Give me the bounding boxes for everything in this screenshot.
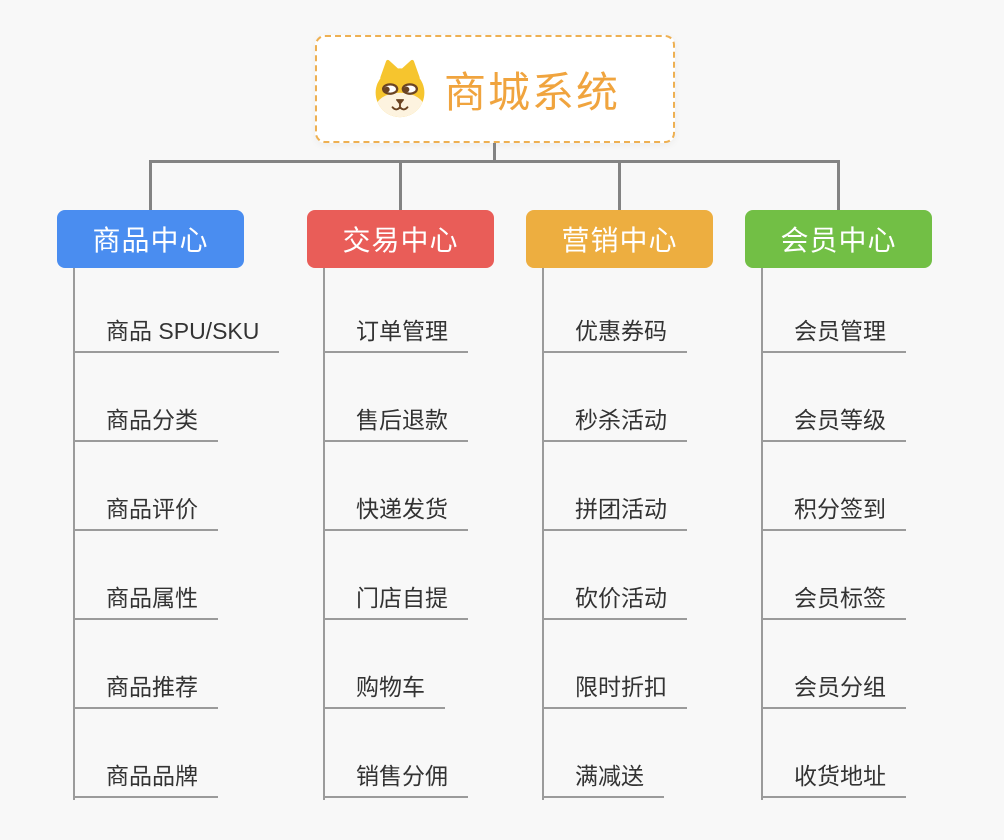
connector-drop-marketing [618,160,621,210]
branch-marketing-center: 营销中心 优惠券码 秒杀活动 拼团活动 砍价活动 限时折扣 满减送 [526,210,766,810]
leaf-time-limited-discount[interactable]: 限时折扣 [542,673,687,709]
branch-product-center: 商品中心 商品 SPU/SKU 商品分类 商品评价 商品属性 商品推荐 商品品牌 [57,210,297,810]
connector-drop-member [837,160,840,210]
leaf-member-tag[interactable]: 会员标签 [761,584,906,620]
branch-trunk-line [73,268,75,800]
leaf-spend-and-save[interactable]: 满减送 [542,762,664,798]
connector-horizontal-bar [149,160,840,163]
connector-drop-trade [399,160,402,210]
branch-node-product-center[interactable]: 商品中心 [57,210,244,268]
branch-trunk-line [761,268,763,800]
leaf-product-spu-sku[interactable]: 商品 SPU/SKU [73,317,280,353]
leaf-flash-sale[interactable]: 秒杀活动 [542,406,687,442]
branch-trunk-line [323,268,325,800]
branch-node-trade-center[interactable]: 交易中心 [307,210,494,268]
root-topic-node[interactable]: 商城系统 [315,35,675,143]
leaf-product-recommend[interactable]: 商品推荐 [73,673,218,709]
branch-member-center: 会员中心 会员管理 会员等级 积分签到 会员标签 会员分组 收货地址 [745,210,985,810]
leaf-coupon-code[interactable]: 优惠券码 [542,317,687,353]
leaf-points-checkin[interactable]: 积分签到 [761,495,906,531]
dog-face-icon [370,59,430,119]
leaf-member-level[interactable]: 会员等级 [761,406,906,442]
branch-node-marketing-center[interactable]: 营销中心 [526,210,713,268]
leaf-shipping-address[interactable]: 收货地址 [761,762,906,798]
leaf-bargain-activity[interactable]: 砍价活动 [542,584,687,620]
branch-trade-center: 交易中心 订单管理 售后退款 快递发货 门店自提 购物车 销售分佣 [307,210,547,810]
leaf-product-brand[interactable]: 商品品牌 [73,762,218,798]
leaf-aftersale-refund[interactable]: 售后退款 [323,406,468,442]
leaf-sales-commission[interactable]: 销售分佣 [323,762,468,798]
root-topic-title: 商城系统 [443,68,620,116]
leaf-store-pickup[interactable]: 门店自提 [323,584,468,620]
leaf-member-management[interactable]: 会员管理 [761,317,906,353]
leaf-product-review[interactable]: 商品评价 [73,495,218,531]
connector-drop-product [149,160,152,210]
leaf-group-buy[interactable]: 拼团活动 [542,495,687,531]
branch-node-member-center[interactable]: 会员中心 [745,210,932,268]
leaf-express-shipping[interactable]: 快递发货 [323,495,468,531]
leaf-member-group[interactable]: 会员分组 [761,673,906,709]
leaf-product-category[interactable]: 商品分类 [73,406,218,442]
branch-trunk-line [542,268,544,800]
leaf-product-attribute[interactable]: 商品属性 [73,584,218,620]
connector-root-stub [493,143,496,163]
leaf-order-management[interactable]: 订单管理 [323,317,468,353]
leaf-shopping-cart[interactable]: 购物车 [323,673,445,709]
